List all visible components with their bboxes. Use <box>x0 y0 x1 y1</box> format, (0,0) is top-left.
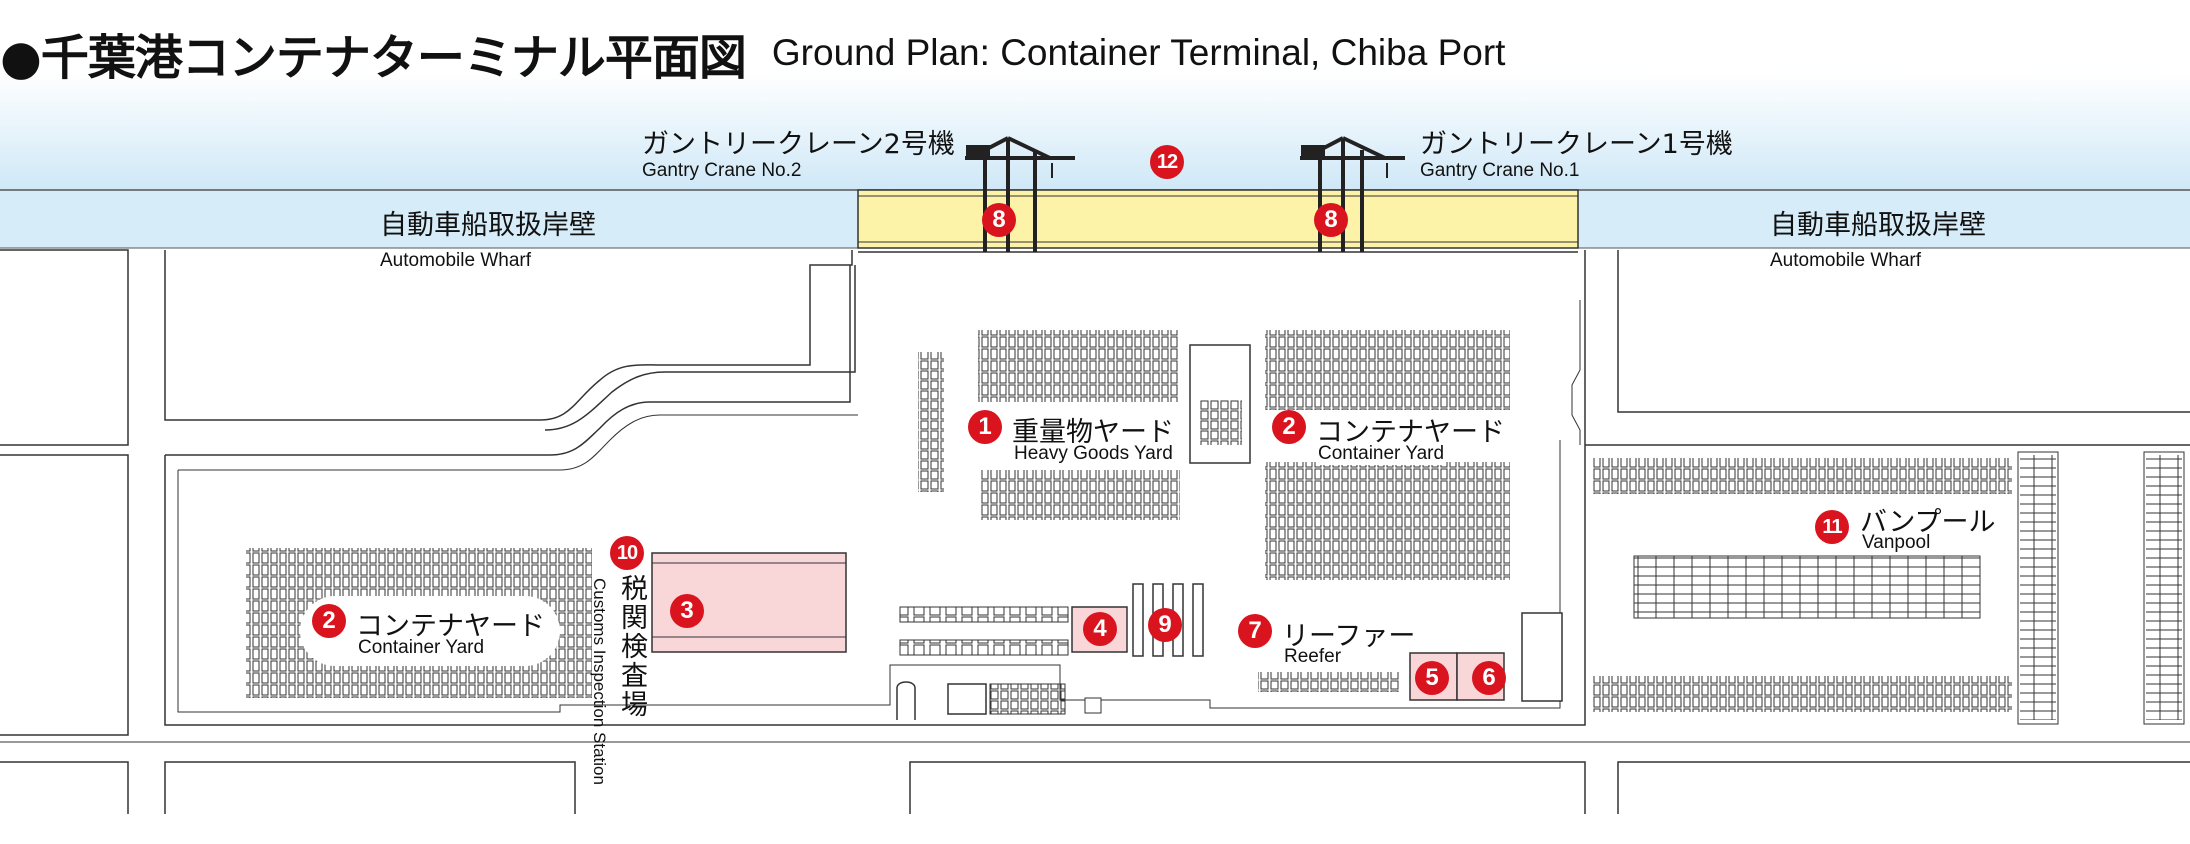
automobile-yard-left <box>164 250 853 421</box>
crane-2-label-jp: ガントリークレーン2号機 <box>642 129 955 160</box>
vanpool-label-en: Vanpool <box>1862 532 1931 554</box>
crane-1-label-en: Gantry Crane No.1 <box>1420 160 1580 181</box>
heavy-goods-label-jp: 重量物ヤード <box>1012 410 1174 449</box>
marker-reefer: 7 <box>1238 614 1272 648</box>
customs-label-en: Customs Inspection Station <box>590 578 609 785</box>
marker-8-crane-2: 8 <box>982 203 1016 237</box>
container-yard-left-label-en: Container Yard <box>358 637 485 658</box>
crane-2-label-en: Gantry Crane No.2 <box>642 160 802 181</box>
wharf-left-label-jp: 自動車船取扱岸壁 <box>380 210 596 241</box>
heavy-goods-stacks-top <box>978 330 1178 402</box>
title-jp: ●千葉港コンテナターミナル平面図 <box>0 30 747 86</box>
marker-heavy-goods: 1 <box>968 410 1002 444</box>
reefer-label-en: Reefer <box>1284 646 1342 667</box>
marker-8-crane-1: 8 <box>1314 203 1348 237</box>
gantry-crane-2 <box>965 136 1075 252</box>
vanpool-label-jp: バンプール <box>1860 500 1996 539</box>
container-yard-left-label-jp: コンテナヤード <box>356 611 545 642</box>
north-west-block <box>0 249 129 446</box>
center-stacks-bottom <box>1265 462 1510 580</box>
reefer-label-jp: リーファー <box>1282 621 1416 652</box>
container-yard-center-label-en: Container Yard <box>1318 443 1445 465</box>
marker-customs: 10 <box>610 536 644 570</box>
container-berth <box>857 189 1579 249</box>
sea-gradient <box>0 72 2190 190</box>
gantry-crane-1 <box>1300 136 1405 252</box>
title-en: Ground Plan: Container Terminal, Chiba P… <box>771 32 1506 73</box>
marker-3: 3 <box>670 594 704 628</box>
wharf-right-label-en: Automobile Wharf <box>1770 250 1922 271</box>
marker-4: 4 <box>1083 612 1117 646</box>
marker-container-yard-left: 2 <box>312 604 346 638</box>
marker-9: 9 <box>1148 608 1182 642</box>
map-title: ●千葉港コンテナターミナル平面図 Ground Plan: Container … <box>0 18 1505 88</box>
wharf-left-label-en: Automobile Wharf <box>380 250 532 271</box>
container-yard-left-label-bg <box>300 596 560 666</box>
automobile-yard-right <box>1617 250 2190 413</box>
crane-1-label-jp: ガントリークレーン1号機 <box>1420 129 1733 160</box>
center-stacks-top <box>1265 330 1510 410</box>
wharf-right-label-jp: 自動車船取扱岸壁 <box>1770 210 1986 241</box>
heavy-goods-stacks-bottom <box>980 470 1180 520</box>
marker-6: 6 <box>1472 661 1506 695</box>
marker-container-yard-center: 2 <box>1272 410 1306 444</box>
marker-5: 5 <box>1415 661 1449 695</box>
marker-12: 12 <box>1150 145 1184 179</box>
customs-label-jp: 税関検査場 <box>616 574 647 719</box>
container-yard-center-label-jp: コンテナヤード <box>1316 410 1505 449</box>
terminal-boundary <box>165 265 851 456</box>
marker-vanpool: 11 <box>1815 510 1849 544</box>
heavy-goods-label-en: Heavy Goods Yard <box>1014 443 1173 465</box>
